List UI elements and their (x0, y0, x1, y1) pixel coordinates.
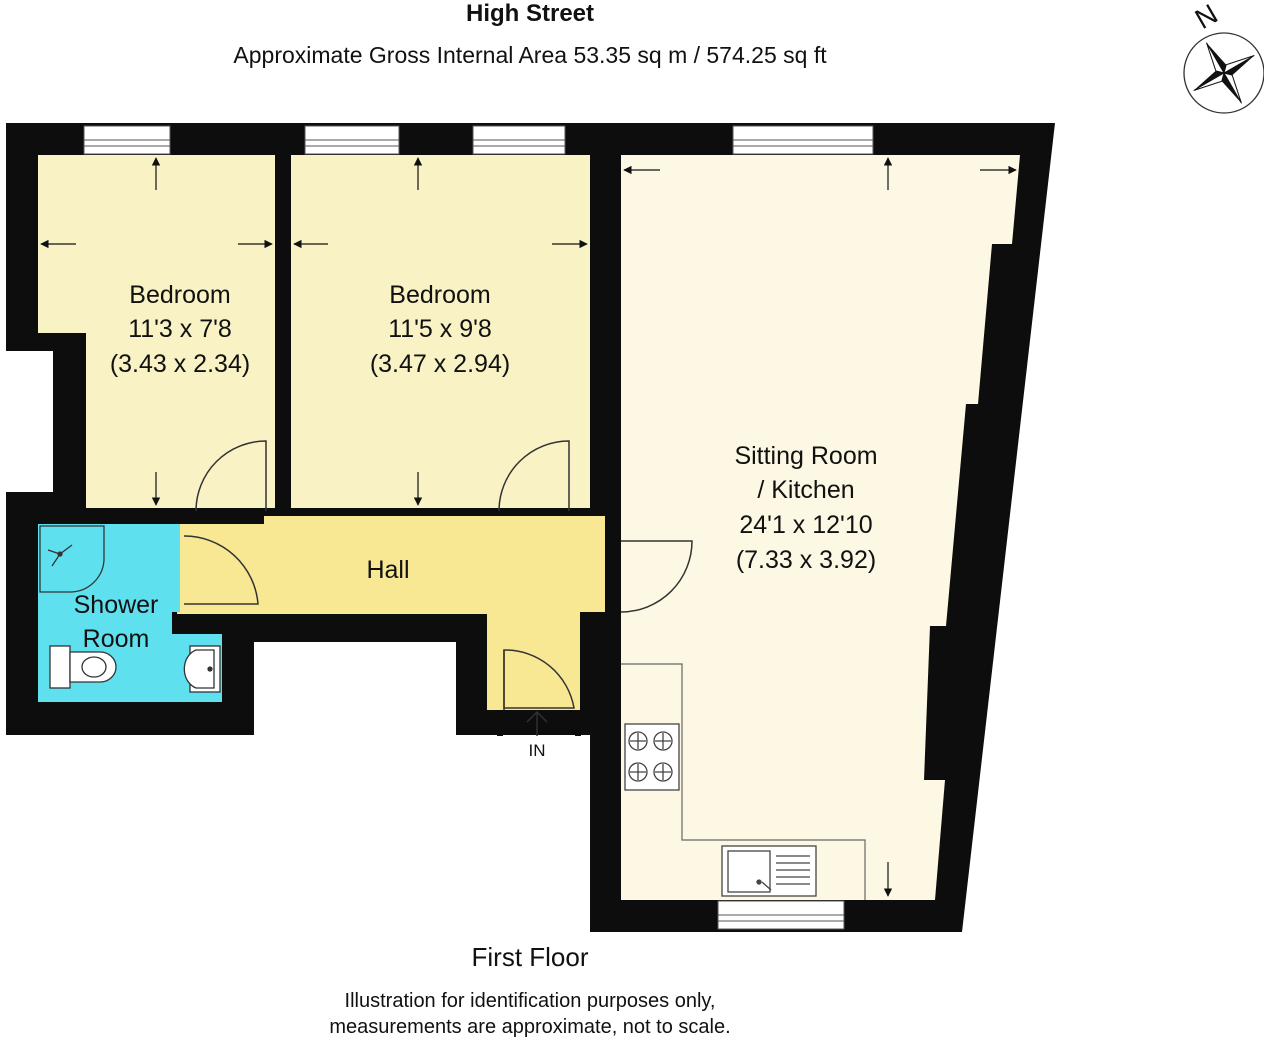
compass-north-label: N (1190, 0, 1223, 35)
sitting-room-kitchen-floor (621, 155, 1020, 900)
bedroom-1-name: Bedroom (129, 281, 230, 309)
wash-basin-icon (183, 645, 221, 693)
bedroom-2-imperial: 11'5 x 9'8 (388, 315, 492, 343)
shower-tray-icon (39, 525, 105, 593)
floor-plan: IN Bedroom 11'3 x 7'8 (3.43 x 2.34) Bedr… (6, 0, 1264, 932)
bedroom-1-metric: (3.43 x 2.34) (110, 350, 250, 378)
door (183, 440, 693, 710)
hall-entry-wall-left (497, 710, 503, 736)
disclaimer: Illustration for identification purposes… (0, 988, 1060, 1040)
area-subtitle: Approximate Gross Internal Area 53.35 sq… (233, 42, 827, 68)
kitchen-sink-icon (721, 845, 817, 897)
hob-icon (624, 723, 680, 791)
dimension-arrows (40, 157, 1017, 897)
kitchen-counter (621, 663, 866, 900)
bedroom-1-imperial: 11'3 x 7'8 (128, 315, 232, 343)
bedroom-2-metric: (3.47 x 2.94) (370, 350, 510, 378)
floor-label: First Floor (471, 942, 589, 972)
hall-name: Hall (366, 556, 409, 584)
disclaimer-line-1: Illustration for identification purposes… (344, 990, 716, 1012)
sitting-room-imperial: 24'1 x 12'10 (739, 511, 872, 539)
sitting-room-name: Sitting Room (734, 442, 877, 470)
bedroom-2-name: Bedroom (389, 281, 490, 309)
entrance-label: IN (529, 741, 546, 760)
shower-room-name-line2: Room (83, 625, 150, 653)
plan-title: High Street (465, 0, 594, 27)
hall-floor (177, 516, 605, 710)
toilet-icon (49, 645, 117, 689)
compass-rose-icon (1183, 32, 1264, 114)
bedroom-1-floor (38, 155, 275, 508)
entrance-arrow-icon (526, 711, 548, 736)
hall-entry-wall-right (575, 710, 581, 736)
disclaimer-line-2: measurements are approximate, not to sca… (329, 1016, 731, 1038)
sitting-room-name-line2: / Kitchen (757, 476, 854, 504)
shower-room-name: Shower (74, 591, 159, 619)
sitting-room-metric: (7.33 x 3.92) (736, 546, 876, 574)
bedroom-2-floor (291, 155, 590, 508)
